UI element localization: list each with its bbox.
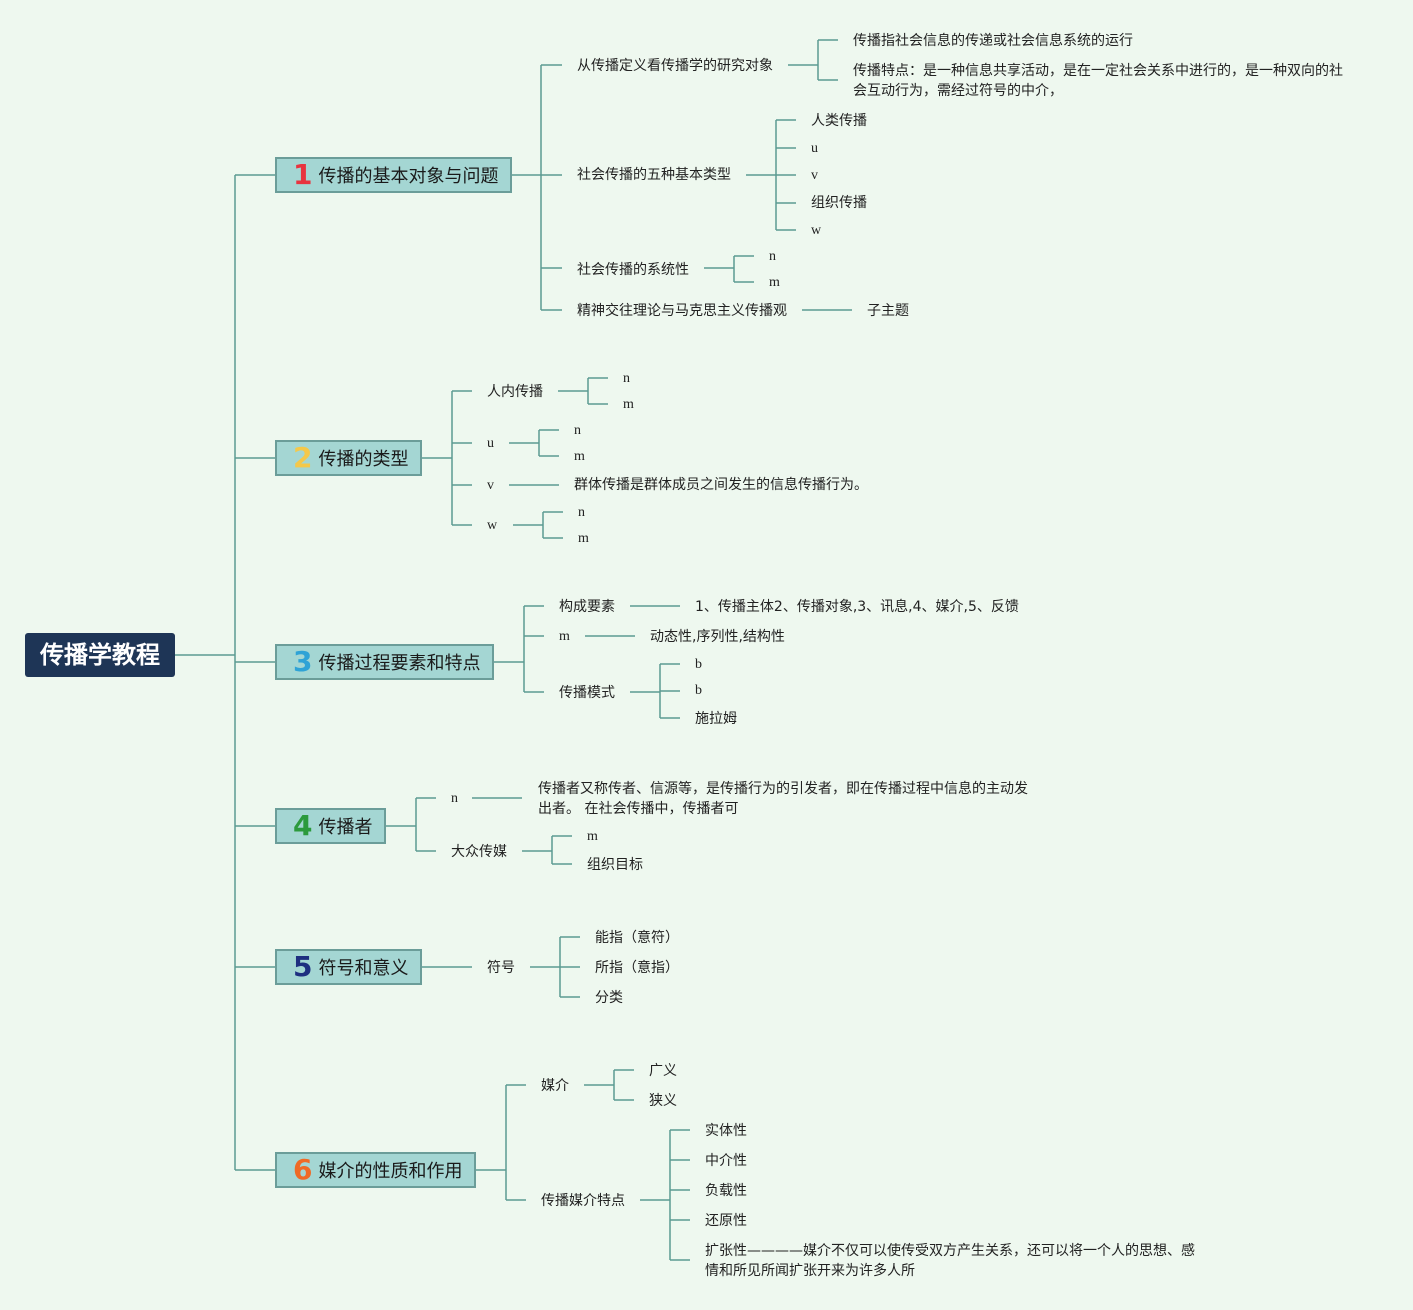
topic-5a-3[interactable]: 分类: [595, 990, 623, 1006]
topic-1c-2[interactable]: m: [769, 275, 780, 290]
root-node[interactable]: 传播学教程: [25, 633, 175, 677]
section-number-1: 1: [293, 158, 313, 191]
topic-1b-5[interactable]: w: [811, 223, 822, 238]
topic-1b[interactable]: 社会传播的五种基本类型: [577, 167, 731, 183]
topic-6b-1[interactable]: 实体性: [705, 1123, 747, 1139]
topic-3a[interactable]: 构成要素: [559, 599, 615, 615]
topic-3b-1[interactable]: 动态性,序列性,结构性: [650, 629, 785, 645]
section-label-1: 传播的基本对象与问题: [318, 166, 499, 187]
section-node-5[interactable]: 5 符号和意义: [275, 949, 422, 985]
topic-1d[interactable]: 精神交往理论与马克思主义传播观: [577, 303, 787, 319]
topic-6a[interactable]: 媒介: [541, 1078, 569, 1094]
topic-2c[interactable]: v: [487, 478, 494, 493]
section-node-1[interactable]: 1 传播的基本对象与问题: [275, 157, 512, 193]
topic-1c-1[interactable]: n: [769, 249, 776, 264]
section-number-3: 3: [293, 645, 313, 678]
topic-3c[interactable]: 传播模式: [559, 685, 615, 701]
topic-2a[interactable]: 人内传播: [487, 384, 543, 400]
section-node-4[interactable]: 4 传播者: [275, 808, 386, 844]
section-number-2: 2: [293, 441, 313, 474]
topic-1b-4[interactable]: 组织传播: [811, 195, 867, 211]
topic-2c-1[interactable]: 群体传播是群体成员之间发生的信息传播行为。: [574, 477, 868, 493]
topic-2a-2[interactable]: m: [623, 397, 634, 412]
topic-6b[interactable]: 传播媒介特点: [541, 1193, 625, 1209]
topic-2b-2[interactable]: m: [574, 449, 585, 464]
topic-5a-1[interactable]: 能指（意符）: [595, 930, 679, 946]
topic-1a-2[interactable]: 传播特点：是一种信息共享活动，是在一定社会关系中进行的，是一种双向的社会互动行为…: [853, 63, 1343, 99]
topic-4b[interactable]: 大众传媒: [451, 844, 507, 860]
section-node-6[interactable]: 6 媒介的性质和作用: [275, 1152, 476, 1188]
topic-1c[interactable]: 社会传播的系统性: [577, 262, 689, 278]
topic-3c-2[interactable]: b: [695, 683, 702, 698]
topic-1a[interactable]: 从传播定义看传播学的研究对象: [577, 58, 773, 74]
topic-1b-1[interactable]: 人类传播: [811, 113, 867, 129]
topic-6b-2[interactable]: 中介性: [705, 1153, 747, 1169]
section-label-2: 传播的类型: [318, 449, 409, 470]
section-number-5: 5: [293, 950, 313, 983]
topic-3c-1[interactable]: b: [695, 657, 702, 672]
section-label-3: 传播过程要素和特点: [318, 653, 481, 674]
section-node-2[interactable]: 2 传播的类型: [275, 440, 422, 476]
topic-6b-4[interactable]: 还原性: [705, 1213, 747, 1229]
section-number-4: 4: [293, 809, 313, 842]
topic-2d-2[interactable]: m: [578, 531, 589, 546]
topic-2b[interactable]: u: [487, 436, 494, 451]
topic-4a-1[interactable]: 传播者又称传者、信源等，是传播行为的引发者，即在传播过程中信息的主动发出者。 在…: [538, 781, 1028, 817]
topic-1a-1[interactable]: 传播指社会信息的传递或社会信息系统的运行: [853, 33, 1133, 49]
topic-1b-2[interactable]: u: [811, 141, 818, 156]
topic-6b-5[interactable]: 扩张性————媒介不仅可以使传受双方产生关系，还可以将一个人的思想、感情和所见所…: [705, 1243, 1195, 1279]
topic-2b-1[interactable]: n: [574, 423, 581, 438]
topic-2d[interactable]: w: [487, 518, 498, 533]
topic-6a-2[interactable]: 狭义: [649, 1093, 677, 1109]
topic-3b[interactable]: m: [559, 629, 570, 644]
section-label-5: 符号和意义: [318, 958, 409, 979]
section-number-6: 6: [293, 1153, 313, 1186]
topic-6b-3[interactable]: 负载性: [705, 1183, 747, 1199]
topic-2a-1[interactable]: n: [623, 371, 630, 386]
topic-5a[interactable]: 符号: [487, 960, 515, 976]
topic-3c-3[interactable]: 施拉姆: [695, 711, 737, 727]
topic-4a[interactable]: n: [451, 791, 458, 806]
topic-1d-1[interactable]: 子主题: [867, 303, 909, 319]
topic-5a-2[interactable]: 所指（意指）: [595, 960, 679, 976]
section-label-4: 传播者: [318, 817, 373, 838]
section-label-6: 媒介的性质和作用: [318, 1161, 463, 1182]
topic-4b-1[interactable]: m: [587, 829, 598, 844]
section-node-3[interactable]: 3 传播过程要素和特点: [275, 644, 494, 680]
topic-2d-1[interactable]: n: [578, 505, 585, 520]
topic-3a-1[interactable]: 1、传播主体2、传播对象,3、讯息,4、媒介,5、反馈: [695, 599, 1019, 615]
topic-4b-2[interactable]: 组织目标: [587, 857, 643, 873]
topic-6a-1[interactable]: 广义: [649, 1063, 677, 1079]
topic-1b-3[interactable]: v: [811, 168, 818, 183]
